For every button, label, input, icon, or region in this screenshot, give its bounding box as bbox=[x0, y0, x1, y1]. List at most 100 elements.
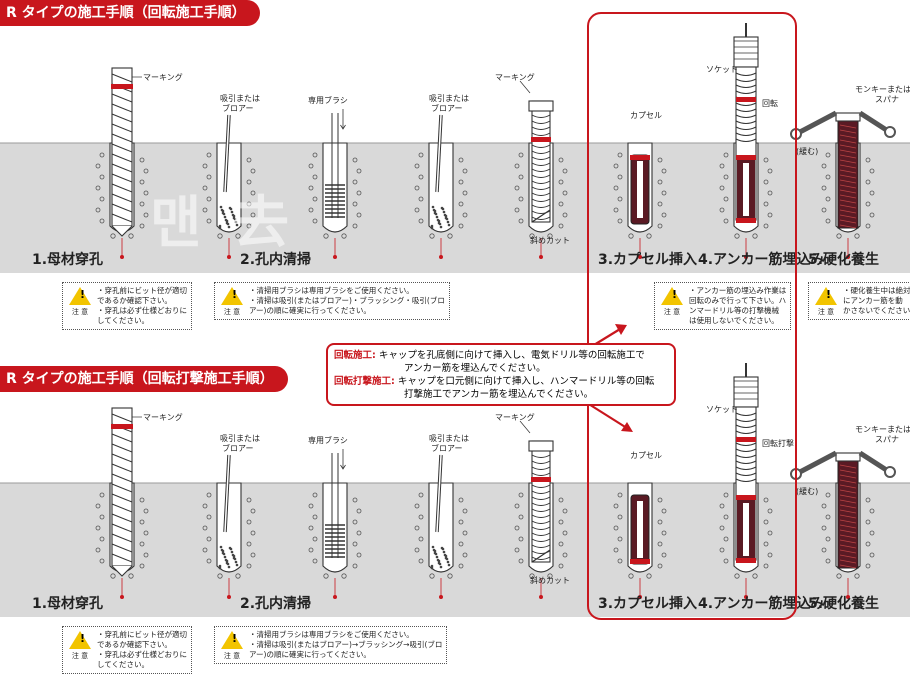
drilling-dust bbox=[218, 226, 222, 230]
drilling-dust bbox=[446, 560, 450, 564]
aggregate-dot bbox=[657, 497, 663, 503]
caution-line: ・硬化養生中は絶対 bbox=[843, 286, 910, 295]
drill-hole bbox=[308, 142, 362, 259]
caution-line: ・穿孔は必ず仕様どおりに bbox=[97, 650, 187, 659]
aggregate-dot bbox=[657, 179, 663, 185]
aggregate-dot bbox=[767, 190, 773, 196]
rod-thread bbox=[735, 460, 757, 464]
drilling-dust bbox=[435, 215, 439, 219]
aggregate-dot bbox=[250, 190, 256, 196]
aggregate-dot bbox=[414, 163, 420, 169]
aggregate-dot bbox=[763, 497, 769, 503]
warning-icon: !注 意 bbox=[219, 287, 245, 317]
caution-line: してください。 bbox=[97, 660, 150, 669]
drilling-dust bbox=[434, 212, 438, 216]
warning-icon: !注 意 bbox=[67, 631, 93, 661]
aggregate-dot bbox=[547, 233, 553, 239]
aggregate-dot bbox=[458, 541, 464, 547]
leader-dot bbox=[846, 595, 850, 599]
rod-nut bbox=[528, 100, 554, 112]
aggregate-dot bbox=[719, 207, 725, 213]
marking-band bbox=[531, 137, 551, 142]
aggregate-dot bbox=[763, 201, 769, 207]
drill-flute bbox=[111, 193, 133, 203]
aggregate-dot bbox=[613, 185, 619, 191]
aggregate-dot bbox=[661, 190, 667, 196]
rod-thread bbox=[839, 554, 857, 559]
aggregate-dot bbox=[356, 552, 362, 558]
capsule-cap bbox=[630, 559, 650, 564]
aggregate-dot bbox=[646, 233, 652, 239]
drilling-dust bbox=[441, 207, 445, 211]
rod-thread bbox=[839, 464, 857, 469]
aggregate-dot bbox=[99, 196, 105, 202]
aggregate-dot bbox=[529, 233, 535, 239]
aggregate-dot bbox=[341, 233, 347, 239]
aggregate-dot bbox=[723, 514, 729, 520]
hole-outline bbox=[428, 142, 454, 233]
drilling-dust bbox=[447, 223, 451, 227]
caution-text: ・アンカー筋の埋込み作業は回転のみで行って下さい。ハンマードリル等の打撃機械は使… bbox=[689, 286, 786, 326]
rod-thread bbox=[839, 209, 857, 214]
callout-key-rotation: 回転施工: bbox=[334, 350, 376, 361]
aggregate-dot bbox=[110, 233, 116, 239]
drilling-dust bbox=[442, 550, 446, 554]
aggregate-dot bbox=[308, 525, 314, 531]
warning-triangle-icon: ! bbox=[221, 287, 243, 305]
aggregate-dot bbox=[235, 233, 241, 239]
callout-key-hammer: 回転打撃施工: bbox=[334, 376, 395, 387]
aggregate-dot bbox=[250, 552, 256, 558]
callout-row-1: 回転施工: キャップを孔底側に向けて挿入し、電気ドリル等の回転施工で bbox=[334, 349, 668, 362]
aggregate-dot bbox=[217, 573, 223, 579]
aggregate-dot bbox=[95, 207, 101, 213]
aggregate-dot bbox=[825, 152, 831, 158]
drill-flute bbox=[111, 93, 133, 103]
aggregate-dot bbox=[734, 233, 740, 239]
drill-flute bbox=[111, 173, 133, 183]
caution-caption: 注 意 bbox=[71, 652, 89, 660]
drilling-dust bbox=[437, 219, 441, 223]
aggregate-dot bbox=[352, 201, 358, 207]
rod-thread bbox=[735, 120, 757, 124]
drilling-dust bbox=[438, 222, 442, 226]
leader-dot bbox=[638, 255, 642, 259]
aggregate-dot bbox=[628, 233, 634, 239]
rod-thread bbox=[839, 519, 857, 524]
rod-thread bbox=[531, 454, 551, 458]
aggregate-dot bbox=[825, 558, 831, 564]
aggregate-dot bbox=[869, 190, 875, 196]
aggregate-dot bbox=[869, 552, 875, 558]
aggregate-dot bbox=[202, 525, 208, 531]
rod-thread bbox=[531, 556, 551, 560]
aggregate-dot bbox=[854, 233, 860, 239]
capsule-cap bbox=[630, 155, 650, 160]
rod-thread bbox=[531, 514, 551, 518]
aggregate-dot bbox=[767, 212, 773, 218]
aggregate-dot bbox=[139, 179, 145, 185]
aggregate-dot bbox=[558, 157, 564, 163]
aggregate-dot bbox=[246, 179, 252, 185]
rod-thread bbox=[839, 184, 857, 189]
drilling-dust bbox=[439, 225, 443, 229]
rod-thread bbox=[531, 192, 551, 196]
leader-dot bbox=[333, 595, 337, 599]
aggregate-dot bbox=[143, 508, 149, 514]
motion-arrow-head bbox=[340, 124, 346, 130]
aggregate-dot bbox=[825, 218, 831, 224]
aggregate-dot bbox=[752, 573, 758, 579]
drill-flute bbox=[111, 433, 133, 443]
bevel-cut bbox=[531, 209, 551, 223]
aggregate-dot bbox=[514, 207, 520, 213]
drilling-dust bbox=[444, 214, 448, 218]
aggregate-dot bbox=[854, 573, 860, 579]
drilling-dust bbox=[233, 557, 237, 561]
caution-line: かさないでください。 bbox=[843, 306, 910, 315]
drilling-dust bbox=[431, 545, 435, 549]
step-label-3: 3.カプセル挿入 bbox=[598, 596, 698, 612]
aggregate-dot bbox=[462, 552, 468, 558]
rod-thread bbox=[735, 472, 757, 476]
label-monkey_a: モンキーまたは bbox=[855, 425, 910, 434]
rod-thread bbox=[839, 144, 857, 149]
aggregate-dot bbox=[628, 573, 634, 579]
aggregate-dot bbox=[414, 503, 420, 509]
